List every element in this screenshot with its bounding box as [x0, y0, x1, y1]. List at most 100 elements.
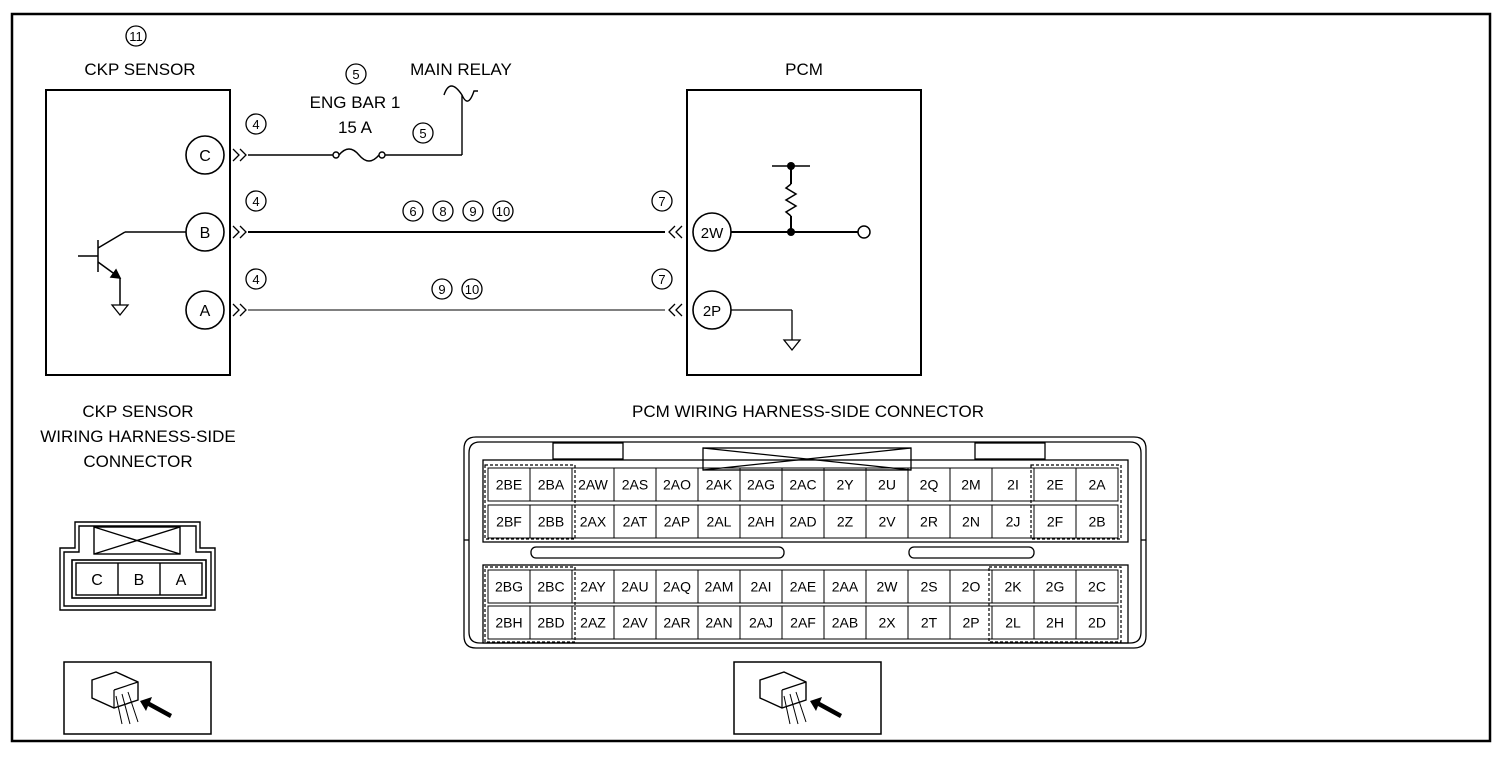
- connector-view-icon: [63, 661, 212, 735]
- wire-c: [248, 95, 463, 162]
- pcm-harness-connector-shell: [463, 436, 1147, 649]
- pin-label: 2AG: [747, 477, 775, 493]
- pin-label: 2V: [878, 514, 896, 530]
- pin-label: 2W: [877, 579, 899, 595]
- pin-label: 2N: [962, 514, 980, 530]
- pin-label: 2B: [1088, 514, 1105, 530]
- pcm-terminal-2p: 2P: [692, 290, 732, 330]
- junction-dot: [787, 162, 795, 170]
- pin-label: 2AI: [750, 579, 771, 595]
- ground-icon: [782, 339, 802, 352]
- pcm-internal-circuit: [731, 165, 858, 233]
- pin-label: 2AO: [663, 477, 691, 493]
- pin-group-outline: [484, 566, 576, 643]
- pin-label: 2I: [1007, 477, 1019, 493]
- pin-label: 2M: [961, 477, 980, 493]
- connector-view-icon: [733, 661, 882, 735]
- pin-label: 2BE: [496, 477, 522, 493]
- junction-dot: [787, 228, 795, 236]
- pin-group-outline: [1030, 464, 1122, 540]
- pin-label: 2BB: [538, 514, 564, 530]
- pin-label: 2AR: [663, 615, 690, 631]
- pin-label: 2AH: [747, 514, 774, 530]
- svg-text:C: C: [199, 148, 211, 165]
- ckp-harness-connector-title: CKP SENSOR WIRING HARNESS-SIDE CONNECTOR: [40, 402, 236, 471]
- svg-text:4: 4: [252, 272, 259, 287]
- svg-text:B: B: [200, 225, 211, 242]
- pin-label: 2AX: [580, 514, 607, 530]
- ground-icon: [110, 304, 130, 317]
- pcm-box: [686, 89, 922, 376]
- svg-text:CONNECTOR: CONNECTOR: [83, 452, 192, 471]
- ckp-terminal-c: C: [185, 135, 225, 175]
- pin-cell: [1075, 605, 1119, 640]
- pin-label: 2AB: [832, 615, 858, 631]
- ckp-harness-pins: C B A: [91, 572, 186, 589]
- svg-text:C: C: [91, 572, 103, 589]
- pin-group-outline: [988, 566, 1122, 643]
- pin-label: 2P: [962, 615, 979, 631]
- relay-switch-icon: [443, 85, 478, 102]
- pcm-block: PCM 2W 2P: [686, 60, 922, 376]
- diagram-frame: [10, 12, 1492, 743]
- pin-label: 2AU: [621, 579, 648, 595]
- pin-label: 2Z: [837, 514, 854, 530]
- pin-label: 2J: [1006, 514, 1021, 530]
- wire-a-callouts: 9 10: [431, 278, 483, 300]
- pcm-harness-connector-title: PCM WIRING HARNESS-SIDE CONNECTOR: [632, 402, 984, 421]
- pin-label: 2Y: [836, 477, 854, 493]
- pin-label: 2AF: [790, 615, 816, 631]
- pin-label: 2AN: [705, 615, 732, 631]
- pin-label: 2BA: [538, 477, 565, 493]
- pin-label: 2Q: [920, 477, 939, 493]
- pcm-title: PCM: [785, 60, 823, 79]
- svg-text:2W: 2W: [701, 225, 724, 242]
- fuse-labels: 5 ENG BAR 1 15 A 5: [310, 63, 434, 144]
- pin-label: 2AP: [664, 514, 690, 530]
- pin-label: 2D: [1088, 615, 1106, 631]
- pin-label: 2E: [1046, 477, 1063, 493]
- ckp-sensor-title: CKP SENSOR: [84, 60, 195, 79]
- pin-label: 2G: [1046, 579, 1065, 595]
- pcm-terminal-callouts: 7 7: [651, 190, 673, 290]
- pin-label: 2AQ: [663, 579, 691, 595]
- svg-text:4: 4: [252, 117, 259, 132]
- pin-cell: [1075, 504, 1119, 539]
- pin-label: 2O: [962, 579, 981, 595]
- ckp-terminal-b: B: [185, 212, 225, 252]
- svg-text:WIRING HARNESS-SIDE: WIRING HARNESS-SIDE: [40, 427, 236, 446]
- pin-label: 2AT: [623, 514, 648, 530]
- svg-text:7: 7: [658, 272, 665, 287]
- pin-label: 2BH: [495, 615, 522, 631]
- pin-label: 2K: [1004, 579, 1022, 595]
- svg-text:5: 5: [419, 126, 426, 141]
- transistor-icon: [78, 231, 186, 305]
- ckp-callout: 11: [129, 29, 143, 44]
- pin-label: 2BD: [537, 615, 564, 631]
- ckp-sensor-box: [45, 89, 231, 376]
- pin-label: 2AL: [707, 514, 732, 530]
- ckp-terminal-callouts: 4 4 4: [245, 113, 267, 290]
- pin-label: 2X: [878, 615, 896, 631]
- svg-text:2P: 2P: [703, 303, 721, 320]
- svg-text:9: 9: [469, 204, 476, 219]
- pin-label: 2AJ: [749, 615, 773, 631]
- fuse-rating: 15 A: [338, 118, 373, 137]
- callout-circle: [125, 25, 147, 47]
- pin-label: 2R: [920, 514, 938, 530]
- pin-label: 2A: [1088, 477, 1106, 493]
- fuse-name: ENG BAR 1: [310, 93, 401, 112]
- output-terminal-icon: [857, 225, 871, 239]
- ckp-harness-connector: [59, 521, 216, 611]
- pcm-ground-wire: [731, 309, 793, 340]
- pin-label: 2AS: [622, 477, 648, 493]
- svg-text:A: A: [176, 572, 187, 589]
- pin-cell: [1075, 467, 1119, 502]
- svg-text:7: 7: [658, 194, 665, 209]
- pcm-terminal-2w: 2W: [692, 212, 732, 252]
- pin-label: 2H: [1046, 615, 1064, 631]
- pin-label: 2AW: [578, 477, 609, 493]
- svg-text:CKP SENSOR: CKP SENSOR: [82, 402, 193, 421]
- svg-text:6: 6: [409, 204, 416, 219]
